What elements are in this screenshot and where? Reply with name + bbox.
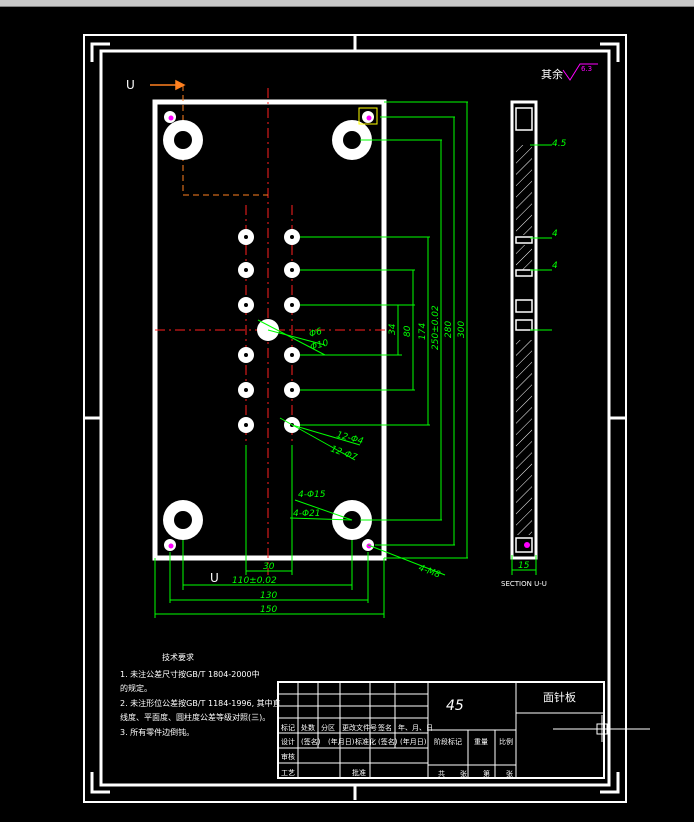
- title-block-labels: 标记 处数 分区 更改文件号 签名 年、月、日 设计 (签名) (年月日) 标准…: [281, 723, 513, 778]
- svg-text:110±0.02: 110±0.02: [232, 576, 277, 586]
- section-marker-bottom: U: [210, 571, 219, 585]
- svg-text:张: 张: [460, 769, 467, 778]
- svg-text:张: 张: [506, 769, 513, 778]
- svg-text:34: 34: [388, 323, 398, 335]
- title-material: 45: [446, 698, 464, 714]
- svg-text:3. 所有零件边倒钝。: 3. 所有零件边倒钝。: [120, 727, 194, 737]
- svg-text:130: 130: [260, 591, 277, 601]
- crosshair-cursor-icon: [553, 715, 650, 742]
- svg-text:工艺: 工艺: [281, 769, 295, 777]
- svg-text:其余: 其余: [541, 67, 563, 81]
- svg-text:6.3: 6.3: [581, 65, 592, 73]
- svg-text:(年月日): (年月日): [328, 737, 355, 746]
- dimension-text-right: 34 80 174 250±0.02 280 300: [388, 305, 467, 350]
- dimension-lines-bottom: [154, 445, 385, 618]
- svg-text:签名: 签名: [378, 723, 392, 732]
- svg-text:30: 30: [263, 562, 275, 572]
- frame-corner-marks: [85, 36, 625, 800]
- svg-text:(签名): (签名): [378, 737, 398, 746]
- outer-border: [83, 34, 627, 803]
- svg-text:审核: 审核: [281, 752, 295, 761]
- svg-text:(签名): (签名): [301, 737, 321, 746]
- section-caption: SECTION U-U: [501, 580, 547, 588]
- selection-grip: [358, 107, 378, 125]
- notes-lines: 1. 未注公差尺寸按GB/T 1804-2000中 的规定。 2. 未注形位公差…: [120, 669, 281, 737]
- svg-text:(年月日): (年月日): [400, 737, 427, 746]
- svg-text:第: 第: [483, 769, 490, 778]
- svg-text:标准化: 标准化: [355, 737, 376, 746]
- notes-title: 技术要求: [162, 652, 194, 662]
- svg-text:80: 80: [403, 325, 413, 337]
- ejector-holes[interactable]: [238, 229, 300, 433]
- callout-leaders: [257, 319, 446, 576]
- svg-text:设计: 设计: [281, 737, 295, 746]
- section-dim-text: 4.5 4 4 15: [518, 139, 567, 571]
- svg-text:处数: 处数: [301, 723, 315, 732]
- title-part-name: 面针板: [543, 690, 576, 704]
- ejector-hole-centers: [244, 235, 294, 427]
- svg-text:4: 4: [552, 261, 558, 271]
- title-block[interactable]: [277, 681, 605, 779]
- section-view[interactable]: [510, 100, 538, 560]
- svg-text:阶段标记: 阶段标记: [434, 737, 462, 746]
- svg-text:4.5: 4.5: [552, 139, 567, 149]
- svg-text:标记: 标记: [281, 723, 295, 732]
- viewport-top-edge: [0, 0, 694, 7]
- svg-text:174: 174: [418, 323, 428, 340]
- svg-text:线度、平面度、圆柱度公差等级对照(三)。: 线度、平面度、圆柱度公差等级对照(三)。: [120, 712, 270, 722]
- roughness-symbol: 其余 6.3: [541, 63, 598, 81]
- svg-text:共: 共: [438, 769, 445, 778]
- svg-text:4-Φ21: 4-Φ21: [293, 509, 321, 519]
- svg-text:4-M8: 4-M8: [417, 563, 442, 580]
- section-arrow: [150, 79, 186, 91]
- svg-text:12-Φ7: 12-Φ7: [329, 444, 359, 463]
- svg-text:年、月、日: 年、月、日: [398, 723, 433, 732]
- svg-text:4: 4: [552, 229, 558, 239]
- screw-holes[interactable]: [164, 107, 378, 551]
- inner-border: [99, 49, 611, 787]
- dimension-lines-right: [300, 101, 468, 559]
- svg-text:Φ6: Φ6: [308, 327, 323, 340]
- dimension-text-bottom: 30 110±0.02 130 150: [232, 562, 277, 615]
- svg-text:批准: 批准: [352, 768, 366, 777]
- svg-text:300: 300: [457, 321, 467, 338]
- section-dims: [511, 144, 552, 575]
- svg-text:更改文件号: 更改文件号: [342, 723, 377, 732]
- svg-text:2. 未注形位公差按GB/T 1184-1996, 其中直: 2. 未注形位公差按GB/T 1184-1996, 其中直: [120, 698, 281, 708]
- svg-text:比例: 比例: [499, 737, 513, 746]
- svg-text:280: 280: [444, 321, 454, 338]
- svg-text:重量: 重量: [474, 738, 488, 746]
- svg-text:1. 未注公差尺寸按GB/T 1804-2000中: 1. 未注公差尺寸按GB/T 1804-2000中: [120, 669, 260, 679]
- svg-text:Φ10: Φ10: [309, 338, 330, 353]
- svg-text:15: 15: [518, 561, 530, 571]
- section-path: [182, 85, 268, 196]
- svg-text:150: 150: [260, 605, 277, 615]
- svg-text:4-Φ15: 4-Φ15: [298, 490, 326, 500]
- svg-text:的规定。: 的规定。: [120, 683, 152, 693]
- section-marker-top: U: [126, 78, 135, 92]
- svg-text:分区: 分区: [321, 723, 335, 732]
- svg-text:12-Φ4: 12-Φ4: [335, 430, 364, 447]
- svg-text:250±0.02: 250±0.02: [431, 305, 441, 350]
